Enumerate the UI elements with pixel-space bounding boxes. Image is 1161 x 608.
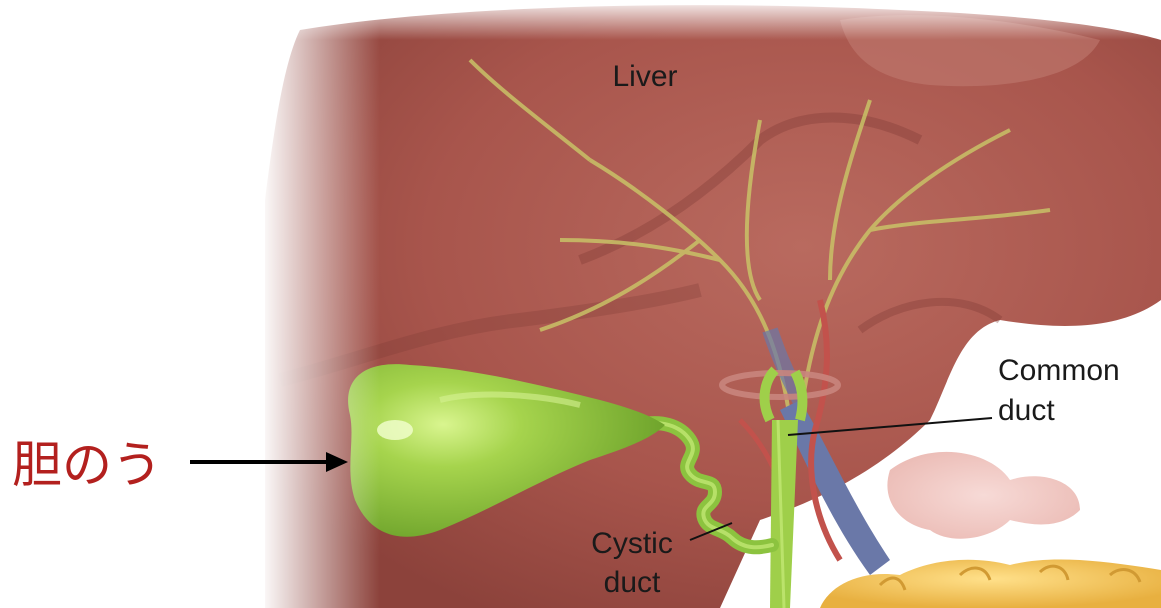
liver-label: Liver [612,60,677,93]
common-duct-label-line1: Common [998,354,1120,387]
common-duct-label-line2: duct [998,394,1055,427]
cystic-duct-label-line2: duct [604,566,661,599]
cystic-duct-label-line1: Cystic [591,527,673,560]
gallbladder-label: 胆のう [12,436,162,494]
intestine [820,452,1161,608]
